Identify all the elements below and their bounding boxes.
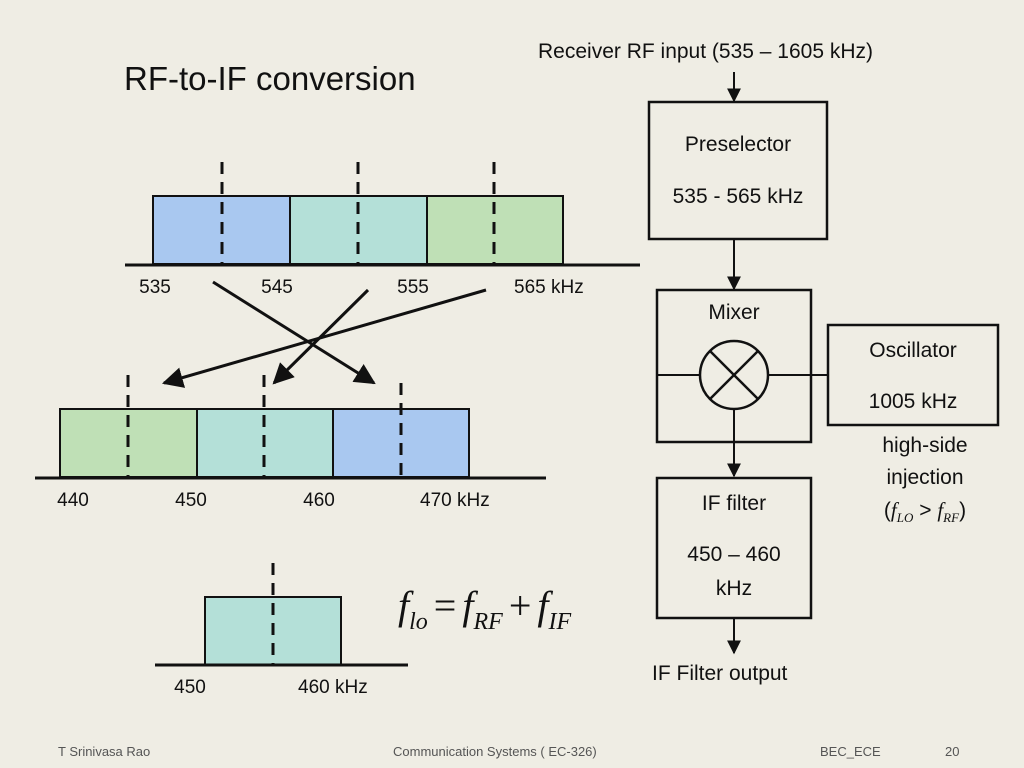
rf-tick-label: 545 bbox=[261, 277, 293, 298]
if-filter-name: IF filter bbox=[701, 492, 767, 515]
footer-course: Communication Systems ( EC-326) bbox=[393, 744, 597, 759]
filtered-tick-label: 460 kHz bbox=[298, 677, 368, 698]
mixer-name: Mixer bbox=[708, 301, 760, 324]
footer-author: T Srinivasa Rao bbox=[58, 744, 151, 759]
if-filter-range: 450 – 460 bbox=[687, 543, 781, 566]
oscillator-box bbox=[826, 323, 1000, 427]
injection-note: high-side injection (fLO > fRF) bbox=[882, 434, 968, 526]
map-arrow-535 bbox=[212, 280, 376, 385]
page-number: 20 bbox=[945, 744, 960, 759]
oscillator-name: Oscillator bbox=[869, 339, 957, 362]
preselector-box bbox=[647, 100, 829, 241]
rf-tick-label: 565 kHz bbox=[514, 277, 584, 298]
footer-dept: BEC_ECE bbox=[820, 744, 881, 759]
rf-input-label: Receiver RF input (535 – 1605 kHz) bbox=[538, 40, 873, 63]
if-tick-label: 470 kHz bbox=[420, 490, 490, 511]
if-filter-range-unit: kHz bbox=[715, 577, 753, 600]
slide-title: RF-to-IF conversion bbox=[124, 60, 416, 97]
oscillator-frequency: 1005 kHz bbox=[868, 390, 958, 413]
preselector-name: Preselector bbox=[684, 133, 792, 156]
rf-tick-label: 555 bbox=[397, 277, 429, 298]
lo-frequency-formula: flo=fRF+fIF bbox=[398, 583, 572, 635]
if-tick-label: 460 bbox=[303, 490, 335, 511]
preselector-range: 535 - 565 kHz bbox=[672, 185, 804, 208]
mixer-cross bbox=[709, 350, 759, 400]
if-tick-label: 440 bbox=[57, 490, 89, 511]
map-arrow-565 bbox=[161, 288, 487, 388]
if-output-label: IF Filter output bbox=[652, 662, 788, 685]
filtered-tick-label: 450 bbox=[174, 677, 206, 698]
if-tick-label: 450 bbox=[175, 490, 207, 511]
rf-tick-label: 535 bbox=[139, 277, 171, 298]
